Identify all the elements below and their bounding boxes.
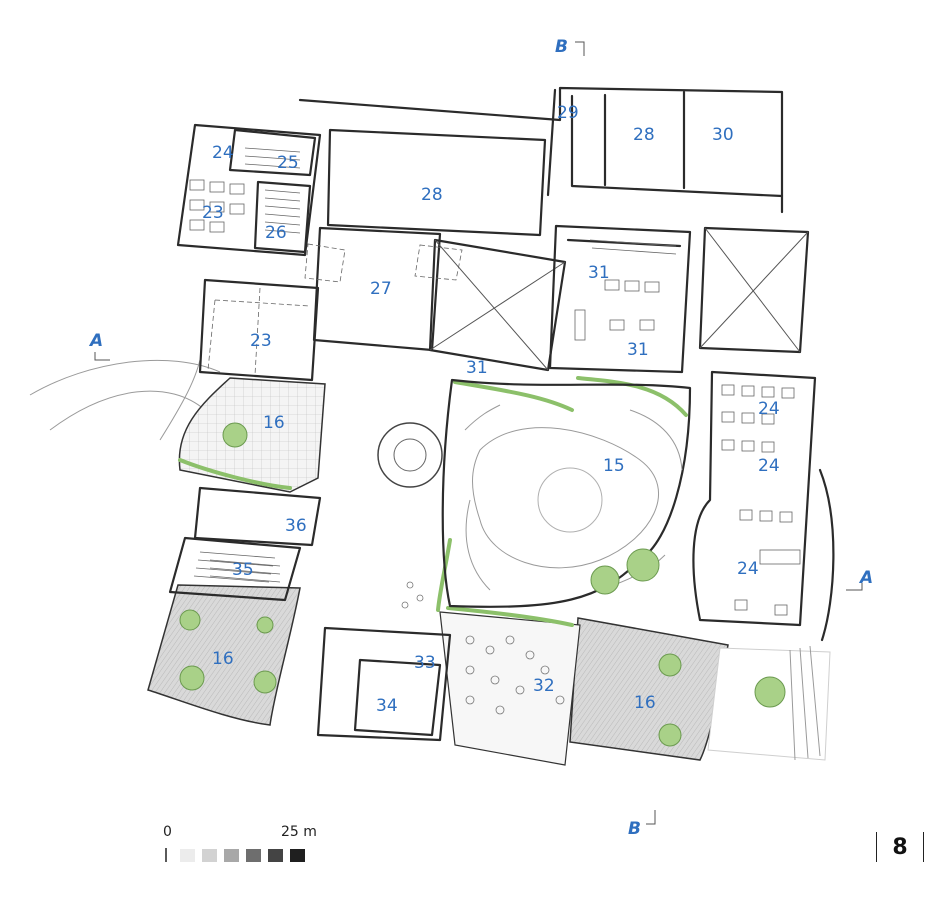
scale-swatch — [202, 849, 217, 862]
room-label: 16 — [212, 649, 234, 669]
room-label: 24 — [758, 399, 780, 419]
scale-swatch — [246, 849, 261, 862]
scale-start-label: 0 — [163, 824, 172, 840]
room-label: 16 — [634, 693, 656, 713]
room-label: 23 — [250, 331, 272, 351]
room-label: 32 — [533, 676, 555, 696]
internal-details — [189, 147, 821, 761]
section-marker-b-bottom: B — [628, 819, 641, 839]
scale-swatch — [224, 849, 239, 862]
room-label: 31 — [588, 263, 610, 283]
room-label: 15 — [603, 456, 625, 476]
room-label: 24 — [758, 456, 780, 476]
room-label: 25 — [277, 153, 299, 173]
room-label: 27 — [370, 279, 392, 299]
room-label: 24 — [737, 559, 759, 579]
room-label: 23 — [202, 203, 224, 223]
room-label: 29 — [557, 103, 579, 123]
section-markers: A A B B — [88, 37, 873, 839]
trees — [179, 422, 786, 747]
room-label: 33 — [414, 653, 436, 673]
planting-strips — [178, 376, 688, 627]
section-marker-b-top: B — [555, 37, 568, 57]
room-label: 35 — [232, 560, 254, 580]
room-label: 26 — [265, 223, 287, 243]
scale-end-label: 25 m — [281, 824, 317, 840]
section-marker-a-left: A — [88, 331, 103, 351]
room-label: 24 — [212, 143, 234, 163]
room-label: 30 — [712, 125, 734, 145]
room-labels: 16 16 16 15 24 24 24 24 25 23 23 26 27 2… — [202, 103, 780, 716]
room-label: 31 — [627, 340, 649, 360]
room-label: 36 — [285, 516, 307, 536]
scale-swatch — [268, 849, 283, 862]
scale-swatch — [290, 849, 305, 862]
cafe-seating — [401, 581, 565, 715]
room-label: 16 — [263, 413, 285, 433]
room-label: 28 — [421, 185, 443, 205]
room-label: 31 — [466, 358, 488, 378]
scale-swatch — [180, 849, 195, 862]
room-label: 34 — [376, 696, 398, 716]
page-number: 8 — [876, 832, 924, 862]
scale-bar: 0 25 m — [163, 824, 317, 862]
section-marker-a-right: A — [858, 568, 873, 588]
room-label: 28 — [633, 125, 655, 145]
